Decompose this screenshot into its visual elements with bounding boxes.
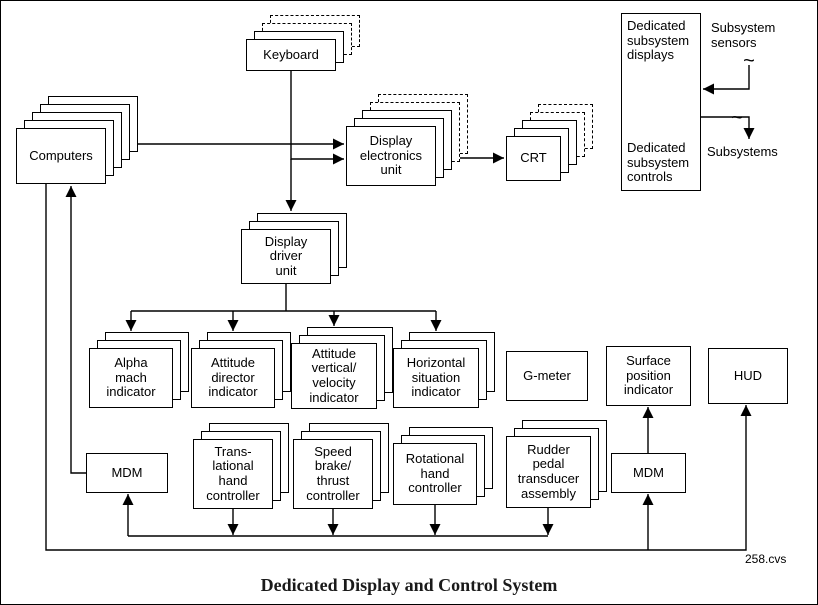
crt-node: CRT [506,104,593,181]
display-driver-unit-label: Display driver unit [241,229,331,284]
surface-position-indicator-node: Surface position indicator [606,346,691,406]
left-mdm-to-computers-arrow [65,186,86,474]
sensors-to-dedicated-arrow [703,65,750,95]
speed-brake-thrust-controller-label: Speed brake/ thrust controller [293,439,373,509]
keyboard-label: Keyboard [246,39,336,71]
attitude-director-indicator-label: Attitude director indicator [191,348,275,408]
rudder-pedal-transducer-label: Rudder pedal transducer assembly [506,436,591,508]
translational-hand-controller-label: Trans- lational hand controller [193,439,273,509]
figure-file-label: 258.cvs [745,552,787,566]
horizontal-situation-indicator-node: Horizontal situation indicator [393,332,495,408]
rotational-hand-controller-node: Rotational hand controller [393,427,493,505]
mdm-left-label: MDM [86,453,168,493]
horizontal-situation-indicator-label: Horizontal situation indicator [393,348,479,408]
figure-caption: Dedicated Display and Control System [260,575,558,595]
speed-brake-thrust-controller-node: Speed brake/ thrust controller [293,423,389,509]
alpha-mach-indicator-label: Alpha mach indicator [89,348,173,408]
dedicated-subsystem-node: Dedicated subsystem displays Dedicated s… [621,13,701,191]
attitude-vertical-velocity-indicator-label: Attitude vertical/ velocity indicator [291,343,377,409]
keyboard-node: Keyboard [246,15,360,71]
rudder-pedal-transducer-node: Rudder pedal transducer assembly [506,420,607,508]
dedicated-to-subsystems-arrow [701,116,755,139]
subsystem-sensors-label: Subsystem sensors [711,20,776,50]
computers-label: Computers [16,128,106,184]
g-meter-label: G-meter [506,351,588,401]
rotational-hand-controller-label: Rotational hand controller [393,443,477,505]
g-meter-node: G-meter [506,351,588,401]
attitude-director-indicator-node: Attitude director indicator [191,332,291,408]
hud-label: HUD [708,348,788,404]
computers-to-hud-arrow [45,184,752,551]
display-electronics-unit-node: Display electronics unit [346,94,468,186]
alpha-mach-indicator-node: Alpha mach indicator [89,332,189,408]
hud-node: HUD [708,348,788,404]
keyboard-to-deu-arrow [290,71,344,165]
ac-signal-squiggle-icon: ~ [743,50,755,72]
mdm-right-node: MDM [611,453,686,493]
dedicated-subsystem-displays-label: Dedicated subsystem displays [627,18,690,63]
translational-hand-controller-node: Trans- lational hand controller [193,423,289,509]
surface-position-indicator-label: Surface position indicator [606,346,691,406]
subsystems-label: Subsystems [707,144,778,159]
dedicated-subsystem-controls-label: Dedicated subsystem controls [627,140,690,185]
computers-node: Computers [16,96,138,184]
mdm-right-label: MDM [611,453,686,493]
display-driver-unit-node: Display driver unit [241,213,347,284]
ac-signal-squiggle-icon: ~ [731,107,743,129]
display-electronics-unit-label: Display electronics unit [346,126,436,186]
dedicated-subsystem-box: Dedicated subsystem displays Dedicated s… [621,13,701,191]
crt-label: CRT [506,136,561,181]
attitude-vertical-velocity-indicator-node: Attitude vertical/ velocity indicator [291,327,393,409]
mdm-left-node: MDM [86,453,168,493]
